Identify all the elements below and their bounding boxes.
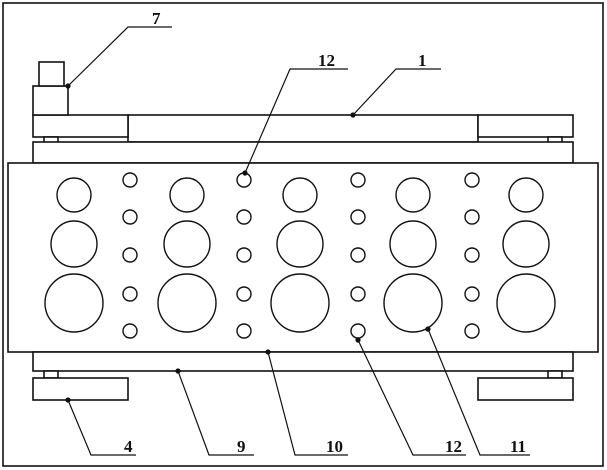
small-hole-0-0	[122, 172, 138, 188]
label-12-top: 12	[318, 51, 335, 70]
small-hole-3-1	[464, 209, 480, 225]
leader-9-dot	[175, 368, 181, 374]
leader-7-dot	[65, 83, 71, 89]
leader-lines	[65, 26, 530, 456]
large-hole-3-0	[395, 177, 431, 213]
motor-body	[32, 85, 69, 116]
small-hole-1-4	[236, 323, 252, 339]
leader-4-dot	[65, 397, 71, 403]
bottom-left-bracket	[32, 377, 129, 401]
large-hole-4-2	[496, 273, 556, 333]
large-hole-0-2	[44, 273, 104, 333]
large-hole-1-0	[169, 177, 205, 213]
hole-pattern	[44, 172, 556, 339]
large-hole-1-1	[163, 220, 211, 268]
bottom-right-bracket	[477, 377, 574, 401]
small-hole-2-0	[350, 172, 366, 188]
large-hole-3-1	[389, 220, 437, 268]
label-9: 9	[237, 437, 246, 456]
label-7: 7	[152, 9, 161, 28]
top-beam	[127, 114, 479, 143]
small-hole-0-4	[122, 323, 138, 339]
small-hole-1-2	[236, 247, 252, 263]
large-hole-0-0	[56, 177, 92, 213]
label-4: 4	[124, 437, 133, 456]
leader-12-top-dot	[242, 170, 248, 176]
leader-11-dot	[425, 326, 431, 332]
large-hole-2-2	[270, 273, 330, 333]
label-10: 10	[326, 437, 343, 456]
large-hole-1-2	[157, 273, 217, 333]
label-11: 11	[510, 437, 526, 456]
leader-12-top	[244, 68, 348, 174]
lower-strip	[32, 351, 574, 372]
small-hole-2-4	[350, 323, 366, 339]
top-right-bracket	[477, 114, 574, 138]
top-left-bracket	[32, 114, 129, 138]
large-hole-2-0	[282, 177, 318, 213]
large-hole-0-1	[50, 220, 98, 268]
small-hole-1-3	[236, 286, 252, 302]
small-hole-2-2	[350, 247, 366, 263]
leader-11	[427, 328, 530, 456]
leader-9	[177, 370, 254, 456]
label-12-bottom: 12	[445, 437, 462, 456]
small-hole-1-1	[236, 209, 252, 225]
small-hole-0-1	[122, 209, 138, 225]
large-hole-4-0	[508, 177, 544, 213]
small-hole-3-3	[464, 286, 480, 302]
label-1: 1	[418, 51, 427, 70]
large-hole-3-2	[383, 273, 443, 333]
motor-cap	[38, 61, 65, 87]
bottom-right-foot	[547, 370, 563, 379]
leader-12-bottom-dot	[355, 337, 361, 343]
leader-1-dot	[350, 112, 356, 118]
leader-10	[267, 351, 348, 456]
small-hole-3-0	[464, 172, 480, 188]
upper-strip	[32, 141, 574, 164]
bottom-left-foot	[43, 370, 59, 379]
large-hole-2-1	[276, 220, 324, 268]
leader-1	[352, 68, 441, 116]
leader-4	[67, 399, 136, 456]
leader-10-dot	[265, 349, 271, 355]
small-hole-2-3	[350, 286, 366, 302]
large-hole-4-1	[502, 220, 550, 268]
small-hole-3-4	[464, 323, 480, 339]
small-hole-0-3	[122, 286, 138, 302]
small-hole-2-1	[350, 209, 366, 225]
small-hole-0-2	[122, 247, 138, 263]
leader-12-bottom	[357, 339, 466, 456]
leader-7	[67, 26, 172, 87]
small-hole-3-2	[464, 247, 480, 263]
